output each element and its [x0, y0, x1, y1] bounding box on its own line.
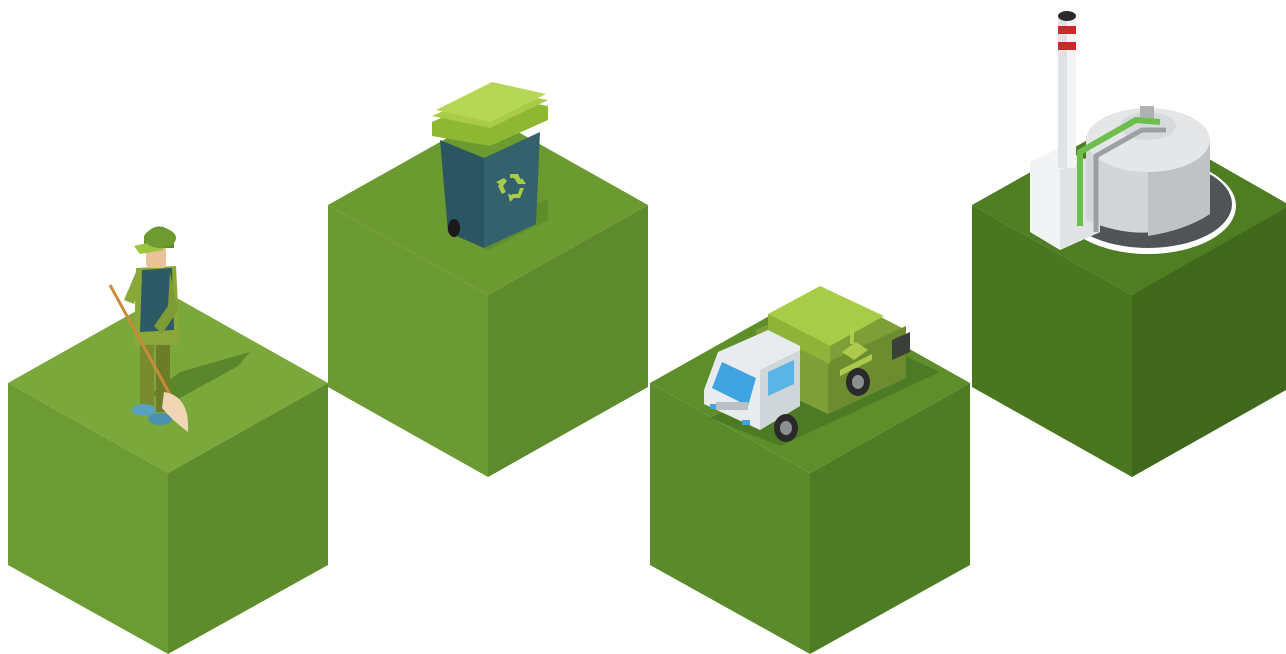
recycle-bin-icon: [432, 82, 548, 250]
waste-plant-icon: [1030, 11, 1236, 254]
